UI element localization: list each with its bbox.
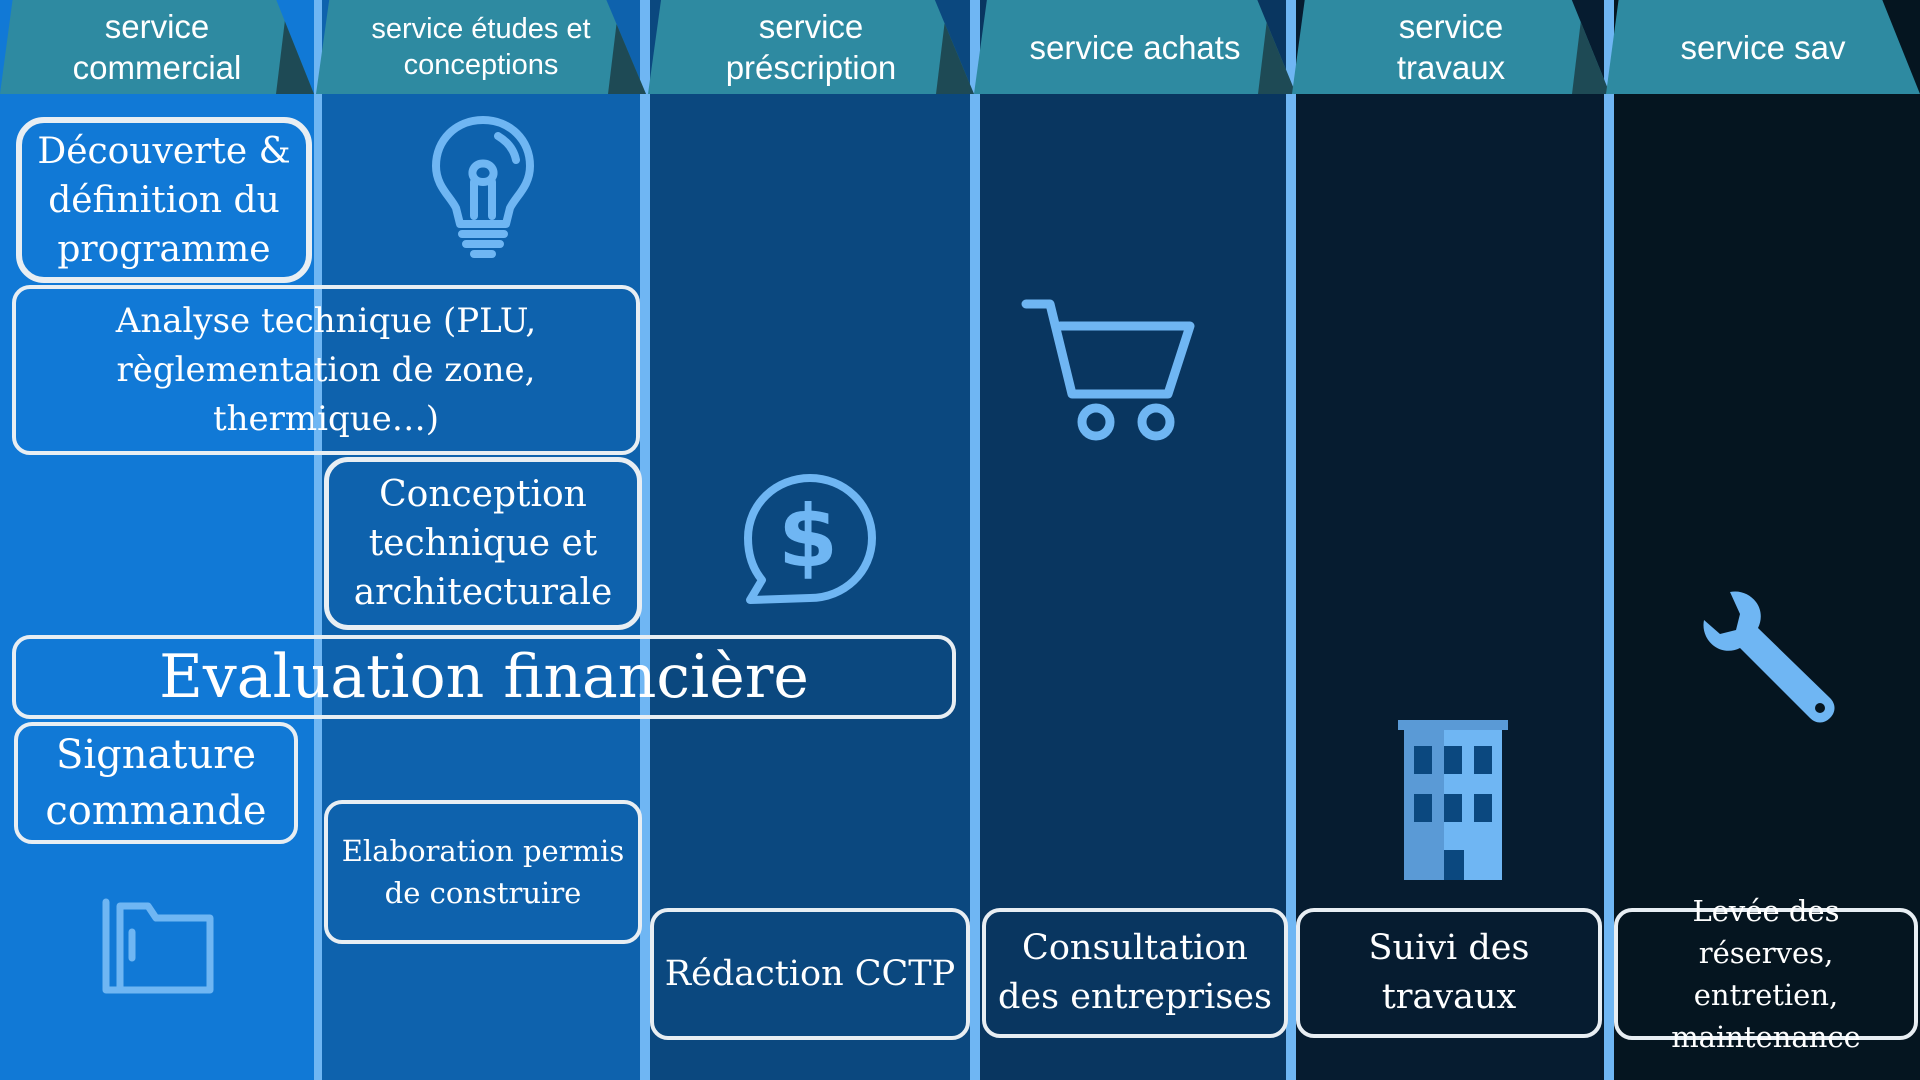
lane-header-label: service achats [1029, 28, 1241, 66]
box-levee: Levée des réserves, entretien, maintenan… [1614, 894, 1918, 1054]
lane-header-label: service travaux [1396, 8, 1506, 86]
box-suivi-label: Suivi des travaux [1368, 928, 1530, 1017]
lane-travaux [1296, 0, 1604, 1080]
box-consultation: Consultation des entreprises [982, 908, 1288, 1038]
box-signature: Signature commande [14, 722, 298, 844]
box-cctp: Rédaction CCTP [650, 908, 970, 1040]
lane-header-sav: service sav [1606, 0, 1920, 94]
box-suivi: Suivi des travaux [1296, 908, 1602, 1038]
lane-prescription [650, 0, 970, 1080]
wrench-icon [1703, 591, 1835, 723]
box-analyse-label: Analyse technique (PLU, règlementation d… [115, 300, 537, 439]
dollar-chat-icon: $ [744, 474, 876, 604]
box-levee-label: Levée des réserves, entretien, maintenan… [1671, 894, 1861, 1054]
folder-icon [102, 898, 214, 994]
box-signature-label: Signature commande [45, 732, 267, 834]
shopping-cart-icon [1021, 299, 1195, 441]
lightbulb-icon [432, 116, 534, 258]
lane-header-etudes: service études et conceptions [316, 0, 646, 94]
lane-header-commercial: service commercial [0, 0, 314, 94]
box-permis-label: Elaboration permis de construire [341, 834, 625, 910]
box-consultation-label: Consultation des entreprises [998, 928, 1272, 1017]
box-evaluation-label: Evaluation financière [159, 642, 809, 712]
lane-header-label: service sav [1680, 28, 1846, 66]
box-decouverte: Découverte & définition du programme [16, 117, 312, 283]
box-evaluation: Evaluation financière [12, 635, 956, 719]
box-decouverte-label: Découverte & définition du programme [37, 130, 291, 270]
lane-commercial [0, 0, 314, 1080]
lane-header-prescription: service préscription [648, 0, 974, 94]
svg-text:$: $ [778, 487, 838, 587]
building-icon [1398, 720, 1508, 880]
lane-header-achats: service achats [974, 0, 1296, 94]
lane-sav [1614, 0, 1920, 1080]
box-cctp-label: Rédaction CCTP [664, 954, 956, 994]
lane-header-label: service commercial [72, 8, 242, 86]
lane-achats [980, 0, 1286, 1080]
box-analyse: Analyse technique (PLU, règlementation d… [12, 285, 640, 455]
lane-header-label: service préscription [725, 8, 897, 86]
lane-header-label: service études et conceptions [371, 13, 591, 81]
box-conception-label: Conception technique et architecturale [353, 474, 613, 613]
box-conception: Conception technique et architecturale [324, 457, 642, 630]
box-permis: Elaboration permis de construire [324, 800, 642, 944]
lane-header-travaux: service travaux [1292, 0, 1610, 94]
